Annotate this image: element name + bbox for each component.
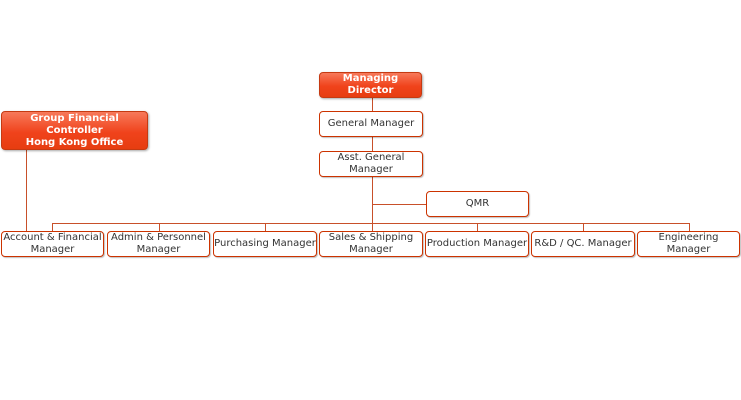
node-group-financial-controller: Group Financial Controller Hong Kong Off… xyxy=(1,111,148,150)
node-engineering-manager: Engineering Manager xyxy=(637,231,740,257)
node-label: Engineering Manager xyxy=(658,232,719,255)
node-label: R&D / QC. Manager xyxy=(534,238,632,249)
node-label: Managing Director xyxy=(342,73,399,96)
node-label: QMR xyxy=(465,198,490,209)
node-production-manager: Production Manager xyxy=(425,231,529,257)
node-label: General Manager xyxy=(327,118,415,129)
node-label: Manager xyxy=(349,164,393,175)
node-purchasing-manager: Purchasing Manager xyxy=(213,231,317,257)
node-qmr: QMR xyxy=(426,191,529,217)
node-label: Hong Kong Office xyxy=(25,136,124,148)
node-label: Asst. General xyxy=(337,152,405,163)
node-sales-shipping-manager: Sales & Shipping Manager xyxy=(319,231,423,257)
node-label: Purchasing Manager xyxy=(214,238,316,249)
node-admin-personnel-manager: Admin & Personnel Manager xyxy=(107,231,210,257)
node-label: Group Financial Controller xyxy=(30,112,119,136)
node-asst-general-manager: Asst. General Manager xyxy=(319,151,423,177)
node-account-financial-manager: Account & Financial Manager xyxy=(1,231,104,257)
node-managing-director: Managing Director xyxy=(319,72,422,98)
node-label: Manager xyxy=(136,244,181,255)
node-label: Admin & Personnel xyxy=(111,232,206,243)
node-label: Production Manager xyxy=(426,238,528,249)
node-label: Sales & Shipping xyxy=(328,232,414,243)
node-label: Manager xyxy=(349,244,393,255)
node-label: Account & Financial xyxy=(3,232,102,243)
node-label: Manager xyxy=(30,244,75,255)
node-general-manager: General Manager xyxy=(319,111,423,137)
node-rd-qc-manager: R&D / QC. Manager xyxy=(531,231,635,257)
